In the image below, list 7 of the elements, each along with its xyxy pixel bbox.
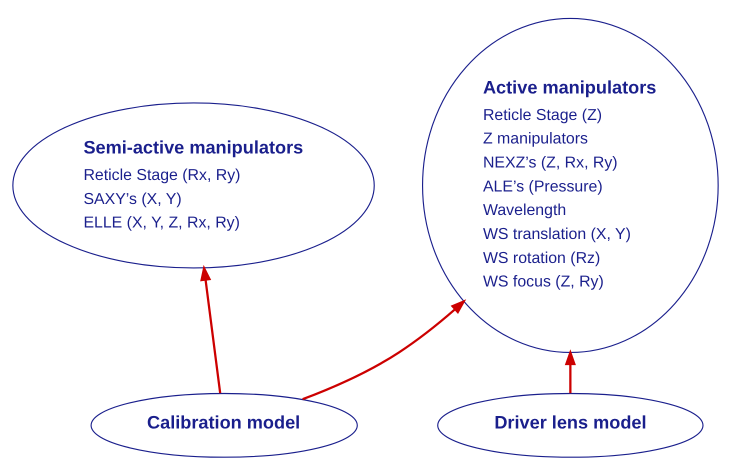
node-ellipse: Calibration model bbox=[90, 392, 358, 458]
node-ellipse: Active manipulators Reticle Stage (Z) Z manipulators NEXZ’s (Z, Rx, Ry) ALE’s (Pressure) Wavelength WS translation (X, Y) WS rotation (Rz) WS focus (Z, Ry) bbox=[422, 18, 719, 354]
node-ellipse: Driver lens model bbox=[437, 392, 704, 458]
arrow bbox=[200, 264, 222, 394]
node-ellipse: Semi-active manipulators Reticle Stage (Rx, Ry) SAXY’s (X, Y) ELLE (X, Y, Z, Rx, Ry) bbox=[12, 102, 375, 268]
arrow bbox=[302, 299, 466, 400]
arrow bbox=[564, 349, 576, 394]
